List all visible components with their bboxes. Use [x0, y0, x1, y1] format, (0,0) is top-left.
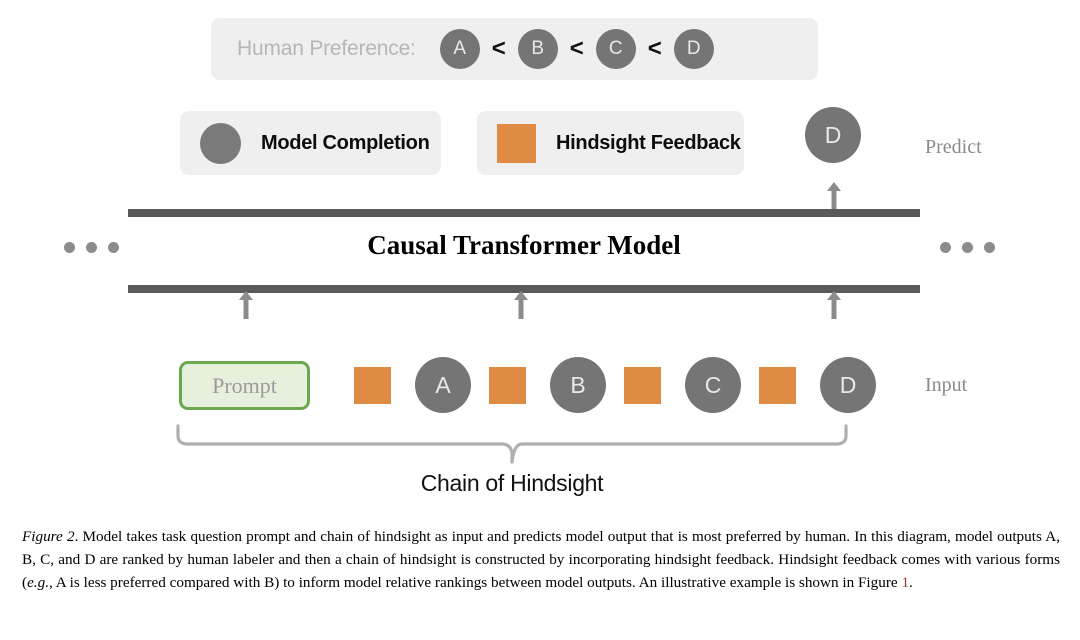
- input-completion-a: A: [415, 357, 471, 413]
- caption-part1: . Model takes task question prompt and c…: [22, 528, 1060, 592]
- predict-row-label: Predict: [925, 136, 982, 158]
- preference-token-b: B: [517, 29, 558, 69]
- preference-token-a: A: [439, 29, 480, 69]
- square-icon: [497, 123, 536, 163]
- input-completion-b: B: [550, 357, 606, 413]
- input-completion-d: D: [820, 357, 876, 413]
- legend-hindsight-feedback: Hindsight Feedback: [477, 111, 744, 175]
- preference-token-c: C: [595, 29, 636, 69]
- input-feedback-1: [354, 367, 391, 404]
- legend-hindsight-feedback-label: Hindsight Feedback: [556, 131, 741, 154]
- chain-of-hindsight-label: Chain of Hindsight: [420, 470, 604, 496]
- preference-separator-1: <: [491, 35, 506, 62]
- predict-arrow-icon: [827, 182, 841, 210]
- legend-model-completion: Model Completion: [180, 111, 441, 175]
- caption-figure-reference[interactable]: 1: [901, 574, 910, 592]
- figure-caption: Figure 2. Model takes task question prom…: [22, 525, 1060, 594]
- input-arrow-icon-2: [514, 291, 528, 319]
- input-arrow-icon-1: [239, 291, 253, 319]
- input-feedback-3: [624, 367, 661, 404]
- human-preference-label: Human Preference:: [237, 37, 416, 60]
- caption-figure-number: Figure 2: [22, 528, 75, 545]
- ellipsis-left-icon: [64, 242, 119, 253]
- predict-token-d: D: [805, 107, 861, 163]
- input-feedback-2: [489, 367, 526, 404]
- human-preference-bar: Human Preference: A < B < C < D: [211, 18, 818, 80]
- caption-part2: , A is less preferred compared with B) t…: [49, 574, 902, 592]
- caption-part3: .: [909, 574, 913, 592]
- transformer-bottom-bar: [128, 285, 920, 293]
- transformer-title: Causal Transformer Model: [367, 230, 681, 260]
- preference-token-d: D: [673, 29, 714, 69]
- ellipsis-right-icon: [940, 242, 995, 253]
- legend-model-completion-label: Model Completion: [261, 131, 430, 154]
- input-row-label: Input: [925, 374, 968, 396]
- chain-of-hindsight-bracket: [176, 424, 848, 464]
- preference-separator-3: <: [647, 35, 662, 62]
- input-feedback-4: [759, 367, 796, 404]
- prompt-box: Prompt: [179, 361, 310, 410]
- preference-separator-2: <: [569, 35, 584, 62]
- input-arrow-icon-3: [827, 291, 841, 319]
- input-completion-c: C: [685, 357, 741, 413]
- circle-icon: [200, 122, 241, 164]
- transformer-top-bar: [128, 209, 920, 217]
- caption-eg: e.g.: [27, 574, 49, 592]
